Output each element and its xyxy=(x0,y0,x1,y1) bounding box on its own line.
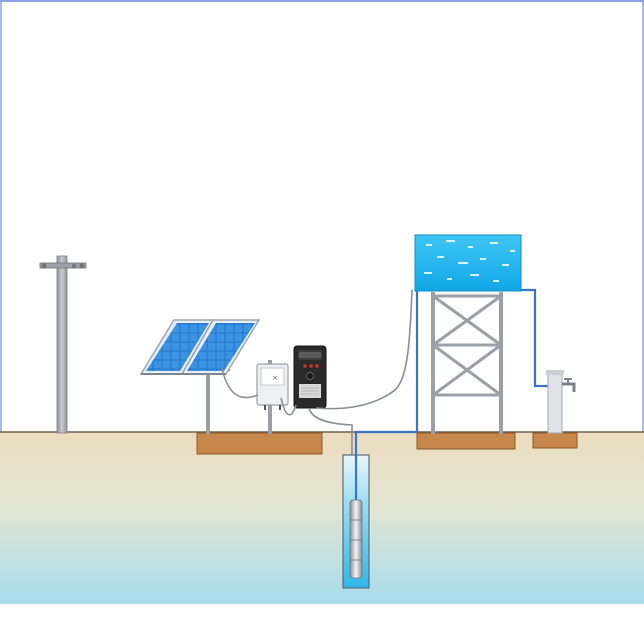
inverter-icon xyxy=(293,345,327,409)
power-cables xyxy=(221,289,413,470)
tower-foundation xyxy=(416,432,516,450)
water-pipe-to-tank xyxy=(354,290,419,500)
faucet-icon xyxy=(546,370,576,434)
svg-text:×: × xyxy=(272,374,278,382)
water-tower-frame xyxy=(431,292,503,434)
panel-foundation xyxy=(196,432,323,455)
utility-pole-icon xyxy=(39,255,87,434)
pump-icon xyxy=(349,499,363,579)
ground xyxy=(0,431,644,638)
water-pipe-to-tap xyxy=(521,288,551,388)
tap-foundation xyxy=(532,432,578,449)
junction-box-icon: × xyxy=(256,363,289,410)
water-tank-icon xyxy=(414,234,522,292)
solar-panel-icon xyxy=(139,319,261,375)
